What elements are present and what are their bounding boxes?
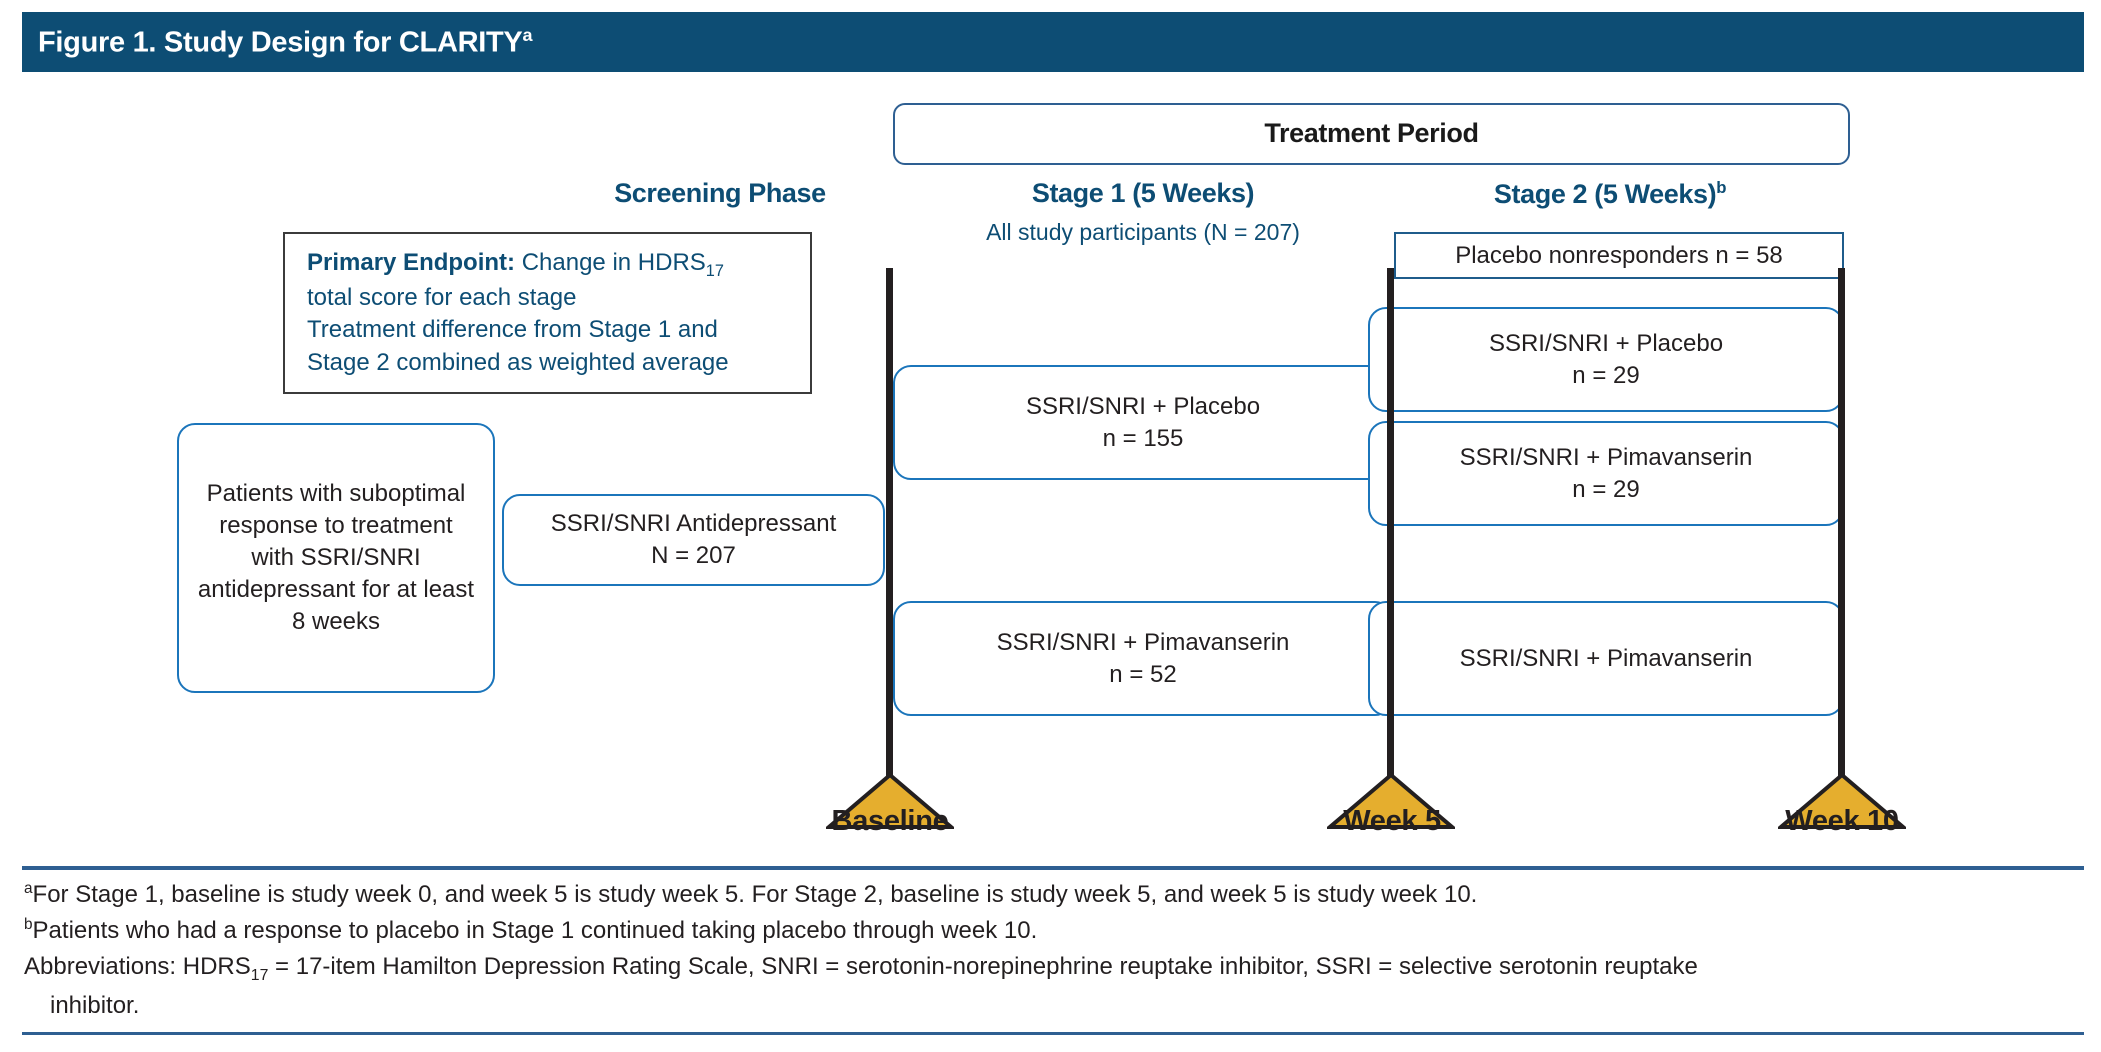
stage-2-header: Stage 2 (5 Weeks)b bbox=[1370, 178, 1850, 210]
primary-endpoint-line-1-rest: Change in HDRS bbox=[515, 248, 706, 276]
stage-2-arm-pimavanserin-switch-count: n = 29 bbox=[1572, 475, 1640, 503]
footnote-bottom-rule bbox=[22, 1032, 2084, 1035]
stage-2-arm-placebo-title: SSRI/SNRI + Placebo bbox=[1488, 329, 1724, 357]
stage-2-arm-pimavanserin-continued-title: SSRI/SNRI + Pimavanserin bbox=[1459, 644, 1753, 672]
footnote-a-marker: a bbox=[24, 880, 33, 897]
ssri-snri-antidepressant-box: SSRI/SNRI Antidepressant N = 207 bbox=[502, 494, 885, 586]
week-10-timeline-bar bbox=[1838, 268, 1845, 778]
stage-1-header-text: Stage 1 (5 Weeks) bbox=[1031, 178, 1255, 208]
primary-endpoint-box: Primary Endpoint: Change in HDRS17 total… bbox=[283, 232, 812, 394]
footnotes-section: aFor Stage 1, baseline is study week 0, … bbox=[24, 878, 2084, 1026]
stage-1-arm-pimavanserin-title: SSRI/SNRI + Pimavanserin bbox=[996, 628, 1290, 656]
patients-eligibility-text: Patients with suboptimal response to tre… bbox=[197, 479, 475, 636]
footnote-abbreviations-continued: inhibitor. bbox=[50, 992, 140, 1020]
ssri-snri-antidepressant-title: SSRI/SNRI Antidepressant bbox=[550, 509, 837, 537]
figure-title-footnote-marker: a bbox=[522, 24, 533, 45]
footnote-a: aFor Stage 1, baseline is study week 0, … bbox=[24, 878, 2084, 912]
footnote-abbrev-subscript: 17 bbox=[250, 966, 269, 984]
footnote-a-text: For Stage 1, baseline is study week 0, a… bbox=[32, 881, 1478, 908]
primary-endpoint-line-4: Stage 2 combined as weighted average bbox=[307, 348, 729, 376]
stage-2-placebo-nonresponders-text: Placebo nonresponders n = 58 bbox=[1455, 241, 1783, 269]
figure-title-main: Figure 1. Study Design for CLARITY bbox=[38, 26, 523, 59]
stage-2-placebo-nonresponders-box: Placebo nonresponders n = 58 bbox=[1394, 232, 1844, 279]
week-5-timeline-bar bbox=[1387, 268, 1394, 778]
stage-1-arm-pimavanserin-box: SSRI/SNRI + Pimavanserin n = 52 bbox=[893, 601, 1393, 716]
stage-2-arm-pimavanserin-switch-title: SSRI/SNRI + Pimavanserin bbox=[1459, 443, 1753, 471]
stage-2-header-text: Stage 2 (5 Weeks) bbox=[1493, 179, 1717, 209]
baseline-label: Baseline bbox=[831, 805, 949, 837]
footnote-abbrev-lead: Abbreviations: HDRS bbox=[24, 953, 251, 981]
stage-2-footnote-marker: b bbox=[1716, 178, 1727, 197]
baseline-timeline-bar bbox=[886, 268, 893, 778]
screening-phase-header: Screening Phase bbox=[614, 178, 826, 208]
week-5-label: Week 5 bbox=[1343, 805, 1441, 837]
footnote-abbrev-rest: = 17-item Hamilton Depression Rating Sca… bbox=[268, 953, 1698, 981]
footnote-b: bPatients who had a response to placebo … bbox=[24, 914, 2084, 948]
stage-1-arm-placebo-count: n = 155 bbox=[1102, 424, 1184, 452]
treatment-period-label: Treatment Period bbox=[1264, 118, 1479, 149]
primary-endpoint-line-3: Treatment difference from Stage 1 and bbox=[307, 316, 718, 344]
primary-endpoint-line-1: Primary Endpoint: Change in HDRS17 bbox=[307, 247, 724, 282]
stage-1-header: Stage 1 (5 Weeks) bbox=[893, 178, 1393, 209]
stage-2-arm-placebo-count: n = 29 bbox=[1572, 361, 1640, 389]
patients-eligibility-box: Patients with suboptimal response to tre… bbox=[177, 423, 495, 693]
figure-title: Figure 1. Study Design for CLARITYa bbox=[22, 25, 532, 60]
primary-endpoint-label: Primary Endpoint: bbox=[307, 248, 516, 276]
treatment-period-box: Treatment Period bbox=[893, 103, 1850, 165]
week-5-marker-triangle-icon bbox=[1327, 772, 1455, 829]
hdrs-subscript: 17 bbox=[705, 261, 724, 280]
footnote-top-rule bbox=[22, 866, 2084, 870]
week-10-marker-triangle-icon bbox=[1778, 772, 1906, 829]
stage-1-subtitle: All study participants (N = 207) bbox=[986, 219, 1300, 245]
footnote-abbreviations: Abbreviations: HDRS17 = 17-item Hamilton… bbox=[24, 950, 2084, 987]
footnote-b-marker: b bbox=[24, 916, 33, 934]
stage-1-arm-pimavanserin-count: n = 52 bbox=[1109, 660, 1177, 688]
stage-2-arm-pimavanserin-continued-box: SSRI/SNRI + Pimavanserin bbox=[1368, 601, 1844, 716]
stage-1-arm-placebo-title: SSRI/SNRI + Placebo bbox=[1025, 392, 1261, 420]
baseline-marker-triangle-icon bbox=[826, 772, 954, 829]
stage-2-arm-placebo-box: SSRI/SNRI + Placebo n = 29 bbox=[1368, 307, 1844, 412]
figure-title-bar: Figure 1. Study Design for CLARITYa bbox=[22, 12, 2084, 72]
week-10-label: Week 10 bbox=[1785, 805, 1899, 837]
ssri-snri-antidepressant-count: N = 207 bbox=[651, 542, 736, 569]
footnote-b-text: Patients who had a response to placebo i… bbox=[32, 917, 1038, 945]
primary-endpoint-line-2: total score for each stage bbox=[307, 283, 577, 311]
stage-2-arm-pimavanserin-switch-box: SSRI/SNRI + Pimavanserin n = 29 bbox=[1368, 421, 1844, 526]
stage-1-arm-placebo-box: SSRI/SNRI + Placebo n = 155 bbox=[893, 365, 1393, 480]
